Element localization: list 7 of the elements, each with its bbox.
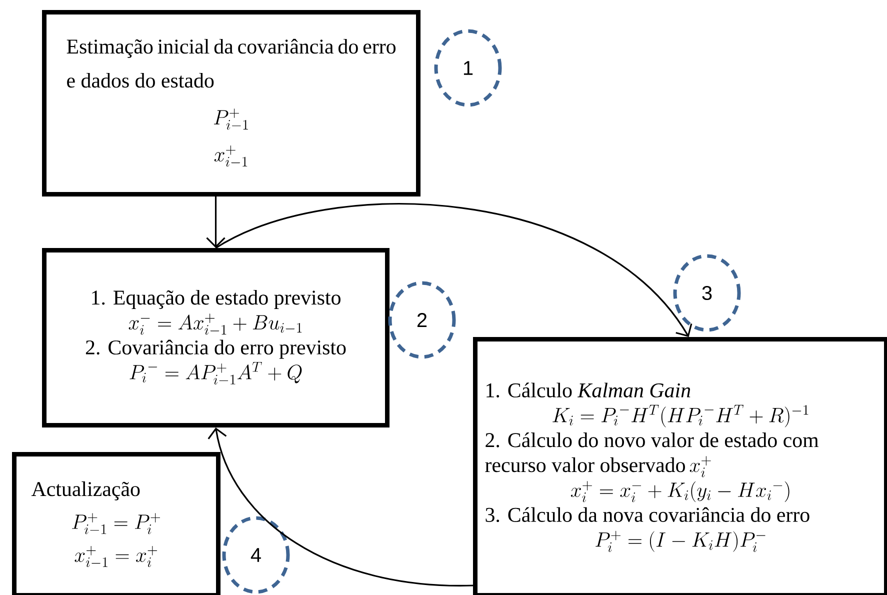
arrow: [206, 196, 226, 248]
process-box: 1. Cálculo Kalman Gain $K_{i} = {P_{i}}^{-}H^{T}(H{P_{i}}^{-}H^{T} + R)^{-1}$ 2. Cálculo do novo valor de estado com recurso valor observado $x_{i}^{+}$ $x_{i}^{+} = x_{i}^{-} + K_{i}(y_{i} - H{x_{i}}^{-})$ 3. Cálculo da nova covariância do erro $P_{i}^{+} = (I - K_{i}H)P_{i}^{-}$: [473, 337, 887, 595]
process-box: 1. Equação de estado previsto $x_{i}^{-} = Ax_{i-1}^{+} + Bu_{i-1}$ 2. Covariância do erro previsto ${P_{i}}^{-} = AP_{i-1}^{+}A^{T} + Q$: [42, 248, 390, 428]
arrow: [215, 203, 692, 337]
process-box: Estimação inicial da covariância do erro e dados do estado $P_{i-1}^{+}$ $x_{i-1}^{+}$: [42, 10, 420, 196]
process-box: Actualização $P_{i-1}^{+} = P_{i}^{+}$ $x_{i-1}^{+} = x_{i}^{+}$: [12, 452, 220, 595]
arrow: [208, 428, 474, 586]
